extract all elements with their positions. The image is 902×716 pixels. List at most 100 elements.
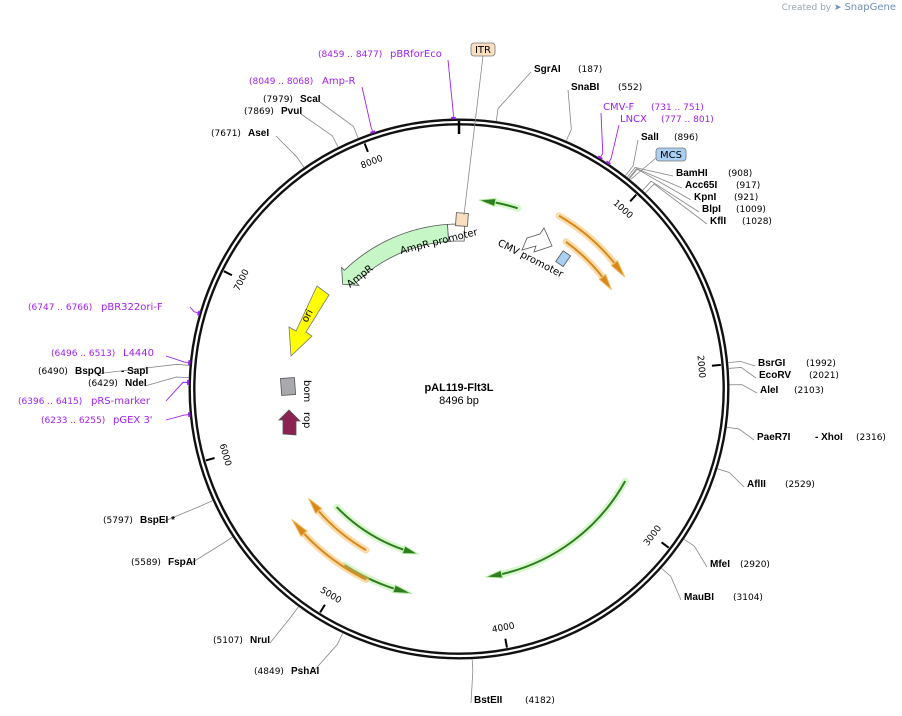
enzyme-site-line [625, 139, 639, 176]
enzyme-site-label: AseI(7671) [211, 128, 269, 139]
enzyme-site-line [642, 180, 700, 213]
enzyme-name: PvuI [281, 106, 302, 117]
enzyme-site-line [94, 363, 190, 375]
primer-name: pGEX 3' [113, 415, 153, 426]
feature-ampr-arrow [341, 223, 466, 286]
enzyme-name: SalI [641, 132, 659, 143]
enzyme-position: (552) [618, 83, 642, 93]
orf-arrow-bottom-inner [308, 497, 370, 554]
enzyme-site-label: BspEI *(5797) [103, 515, 175, 526]
enzyme-site-line [629, 168, 692, 201]
enzyme-site-line [566, 89, 572, 141]
enzyme-site-label: NruI(5107) [213, 635, 270, 646]
primer-name: CMV-F [603, 102, 634, 113]
enzyme-position: (2529) [785, 480, 815, 490]
enzyme-site-line [159, 500, 213, 524]
bp-tick-mark [319, 604, 326, 613]
enzyme-name: PshAI [291, 666, 320, 677]
orf-arrow-bottom-outer [291, 519, 370, 584]
enzyme-position: (4849) [254, 667, 284, 677]
enzyme-site-line [728, 367, 757, 379]
primer-site-line [607, 124, 620, 164]
orf-arrow-bottom-lower [341, 561, 412, 595]
enzyme-site-line [310, 633, 344, 675]
enzyme-name: EcoRV [759, 370, 791, 381]
enzyme-position: (2316) [856, 433, 886, 443]
enzyme-site-label: PvuI (7869) [244, 106, 302, 117]
enzyme-name: ScaI [300, 94, 321, 105]
primer-name: Amp-R [322, 76, 356, 87]
enzyme-site-line [717, 468, 745, 488]
enzyme-site-line [728, 361, 756, 367]
bp-tick-mark [711, 363, 721, 367]
primer-label: pBRforEco (8459 .. 8477) [318, 49, 442, 60]
enzyme-position: (5797) [103, 516, 133, 526]
primer-label: pRS-marker(6396 .. 6415) [18, 396, 151, 407]
primer-label: LNCX(777 .. 801) [620, 114, 714, 125]
enzyme-position: (2920) [740, 560, 770, 570]
primer-label: pBR322ori-F(6747 .. 6766) [28, 302, 163, 313]
bp-tick-label: 6000 [217, 443, 233, 468]
enzyme-site-label: SalI(896) [641, 132, 698, 143]
enzyme-position: (6490) [38, 367, 68, 377]
enzyme-position: (7979) [263, 95, 293, 105]
enzyme-site-line [300, 113, 339, 148]
enzyme-site-line [275, 135, 305, 168]
enzyme-name: BspQI [75, 366, 105, 377]
primer-site-line [165, 355, 190, 364]
enzyme-site-line [628, 168, 683, 189]
feature-label: rop [301, 412, 312, 428]
primer-binding-mark [197, 310, 201, 316]
enzyme-site-line [144, 376, 189, 387]
bp-tick-label: 7000 [233, 268, 252, 293]
snapgene-app-name: SnapGene [844, 2, 896, 13]
primer-site-line [361, 86, 374, 133]
enzyme-name: KpnI [694, 192, 716, 203]
enzyme-position: (7869) [244, 107, 274, 117]
enzyme-position: (1028) [742, 217, 772, 227]
bp-tick-mark [504, 638, 508, 648]
primer-name: pBRforEco [390, 49, 442, 60]
primer-range: (8459 .. 8477) [318, 50, 382, 60]
bp-tick-mark [223, 270, 233, 277]
primer-label: pGEX 3'(6233 .. 6255) [41, 415, 153, 426]
created-by-text: Created by [781, 3, 832, 13]
enzyme-name: KflI [710, 216, 726, 227]
enzyme-site-label: BsrGI(1992) [758, 358, 836, 369]
bp-tick-mark [629, 194, 637, 203]
primer-site-line [165, 381, 189, 402]
primer-name: pRS-marker [91, 396, 151, 407]
bp-tick-label: 5000 [318, 586, 343, 607]
primer-site-line [165, 414, 190, 421]
primer-label: Amp-R(8049 .. 8068) [249, 76, 356, 87]
enzyme-name: BamHI [676, 168, 708, 179]
enzyme-site-line [187, 536, 233, 566]
feature-rop-arrow [278, 409, 301, 436]
enzyme-name: BstEII [474, 695, 503, 706]
enzyme-position: (4182) [525, 696, 555, 706]
enzyme-position: (187) [578, 65, 602, 75]
enzyme-site-label: AflII(2529) [747, 479, 815, 490]
feature-glyphs [278, 212, 572, 436]
enzyme-position: (7671) [211, 129, 241, 139]
boxed-feature-label: ITR [475, 45, 491, 56]
enzyme-site-label: NdeI(6429) [88, 378, 147, 389]
enzyme-name: MauBI [684, 592, 714, 603]
enzyme-name: NdeI [125, 378, 147, 389]
enzyme-site-line [661, 568, 682, 601]
primer-binding-mark [370, 130, 376, 134]
plasmid-size: 8496 bp [439, 395, 479, 407]
primer-range: (731 .. 751) [651, 103, 704, 113]
enzyme-position: (908) [728, 169, 752, 179]
bp-tick-label: 3000 [642, 524, 664, 549]
plasmid-backbone [188, 118, 730, 660]
feature-label: ori [300, 308, 316, 325]
enzyme-name: FspAI [168, 557, 196, 568]
enzyme-site-label: Acc65I(917) [685, 180, 760, 191]
enzyme-site-label: PaeR7I- XhoI(2316) [757, 432, 886, 443]
enzyme-site-line [645, 183, 708, 225]
bp-tick-label: 8000 [360, 154, 385, 172]
enzyme-name: BsrGI [758, 358, 785, 369]
